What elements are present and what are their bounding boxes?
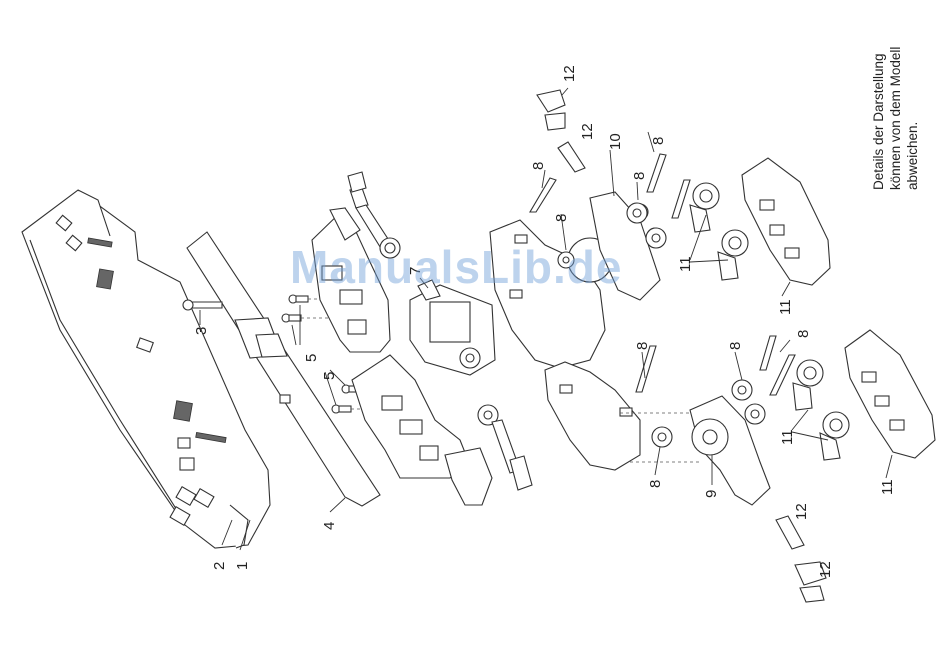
callout-8-g: 8 — [795, 330, 812, 338]
callout-8-c: 8 — [631, 172, 648, 180]
callout-8-a: 8 — [530, 162, 547, 170]
side-frame-lower — [845, 330, 935, 458]
callout-11-b: 11 — [777, 299, 794, 315]
side-frame-upper — [742, 158, 830, 285]
callout-12-a: 12 — [561, 65, 578, 82]
callout-8-e: 8 — [634, 342, 651, 350]
callout-10: 10 — [607, 133, 624, 150]
callout-3: 3 — [193, 327, 210, 335]
callout-1: 1 — [234, 562, 251, 570]
callout-12-b: 12 — [579, 123, 596, 140]
lower-bogie-frame — [352, 355, 492, 505]
note-line-3: abweichen. — [904, 10, 921, 190]
callout-9: 9 — [703, 490, 720, 498]
callout-4: 4 — [321, 522, 338, 530]
callout-5-upper: 5 — [303, 354, 320, 362]
callout-12-c: 12 — [793, 503, 810, 520]
callout-8-h: 8 — [647, 480, 664, 488]
disclaimer-note: Details der Darstellung können von dem M… — [870, 10, 925, 190]
coupler-top — [537, 88, 585, 172]
callout-5-lower: 5 — [321, 372, 338, 380]
callout-8-d: 8 — [650, 137, 667, 145]
callout-8-b: 8 — [553, 214, 570, 222]
callout-8-f: 8 — [727, 342, 744, 350]
callout-12-d: 12 — [817, 561, 834, 578]
coupler-bottom — [776, 516, 826, 602]
body-shell — [22, 190, 270, 550]
watermark: ManualsLib.de — [290, 240, 622, 294]
pins-lower — [636, 336, 795, 395]
callout-11-a: 11 — [677, 256, 694, 272]
note-line-2: können von dem Modell — [887, 10, 904, 190]
wheels-lower — [793, 360, 849, 460]
callout-11-d: 11 — [879, 479, 896, 495]
callout-11-c: 11 — [779, 429, 796, 445]
callout-2: 2 — [211, 562, 228, 570]
note-line-1: Details der Darstellung — [870, 10, 887, 190]
wheels-upper — [690, 183, 748, 280]
